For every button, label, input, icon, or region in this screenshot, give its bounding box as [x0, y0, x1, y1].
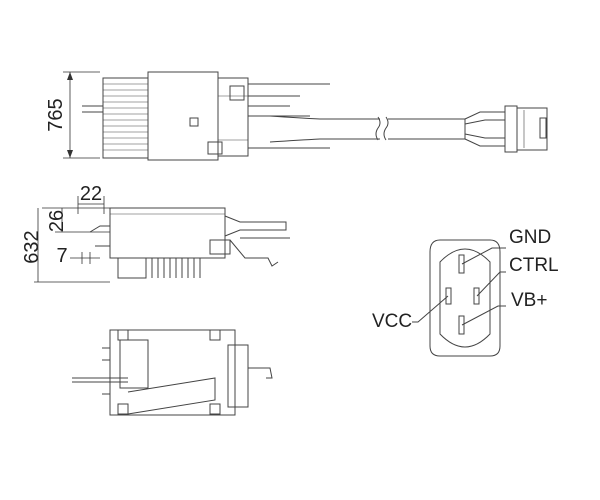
pin-gnd [458, 254, 465, 274]
bottom-view [72, 329, 273, 416]
mount-hole [189, 117, 199, 127]
dim-7-label: 7 [56, 245, 67, 267]
pin-ctrl [473, 287, 480, 305]
side-fins [117, 257, 201, 279]
side-view: 22 26 632 7 [21, 183, 290, 283]
end-connector [504, 105, 548, 153]
connector-face: GND CTRL VB+ VCC [372, 227, 559, 357]
pin-label-vbplus: VB+ [511, 290, 547, 311]
dim-26-label: 26 [46, 210, 68, 232]
dim-22-label: 22 [80, 183, 102, 205]
top-housing [217, 77, 249, 157]
pin-label-gnd: GND [509, 227, 551, 248]
top-view: 765 [45, 71, 548, 161]
pin-vcc [445, 287, 452, 305]
bottom-body [109, 329, 236, 416]
wire-bundle [248, 83, 505, 149]
pin-label-vcc: VCC [372, 311, 412, 332]
dim-765-label: 765 [45, 98, 67, 131]
dim-632-label: 632 [21, 230, 43, 263]
side-body [109, 207, 226, 259]
pin-vbplus [458, 315, 465, 335]
heatsink-fins [82, 77, 149, 159]
pin-label-ctrl: CTRL [509, 255, 559, 276]
